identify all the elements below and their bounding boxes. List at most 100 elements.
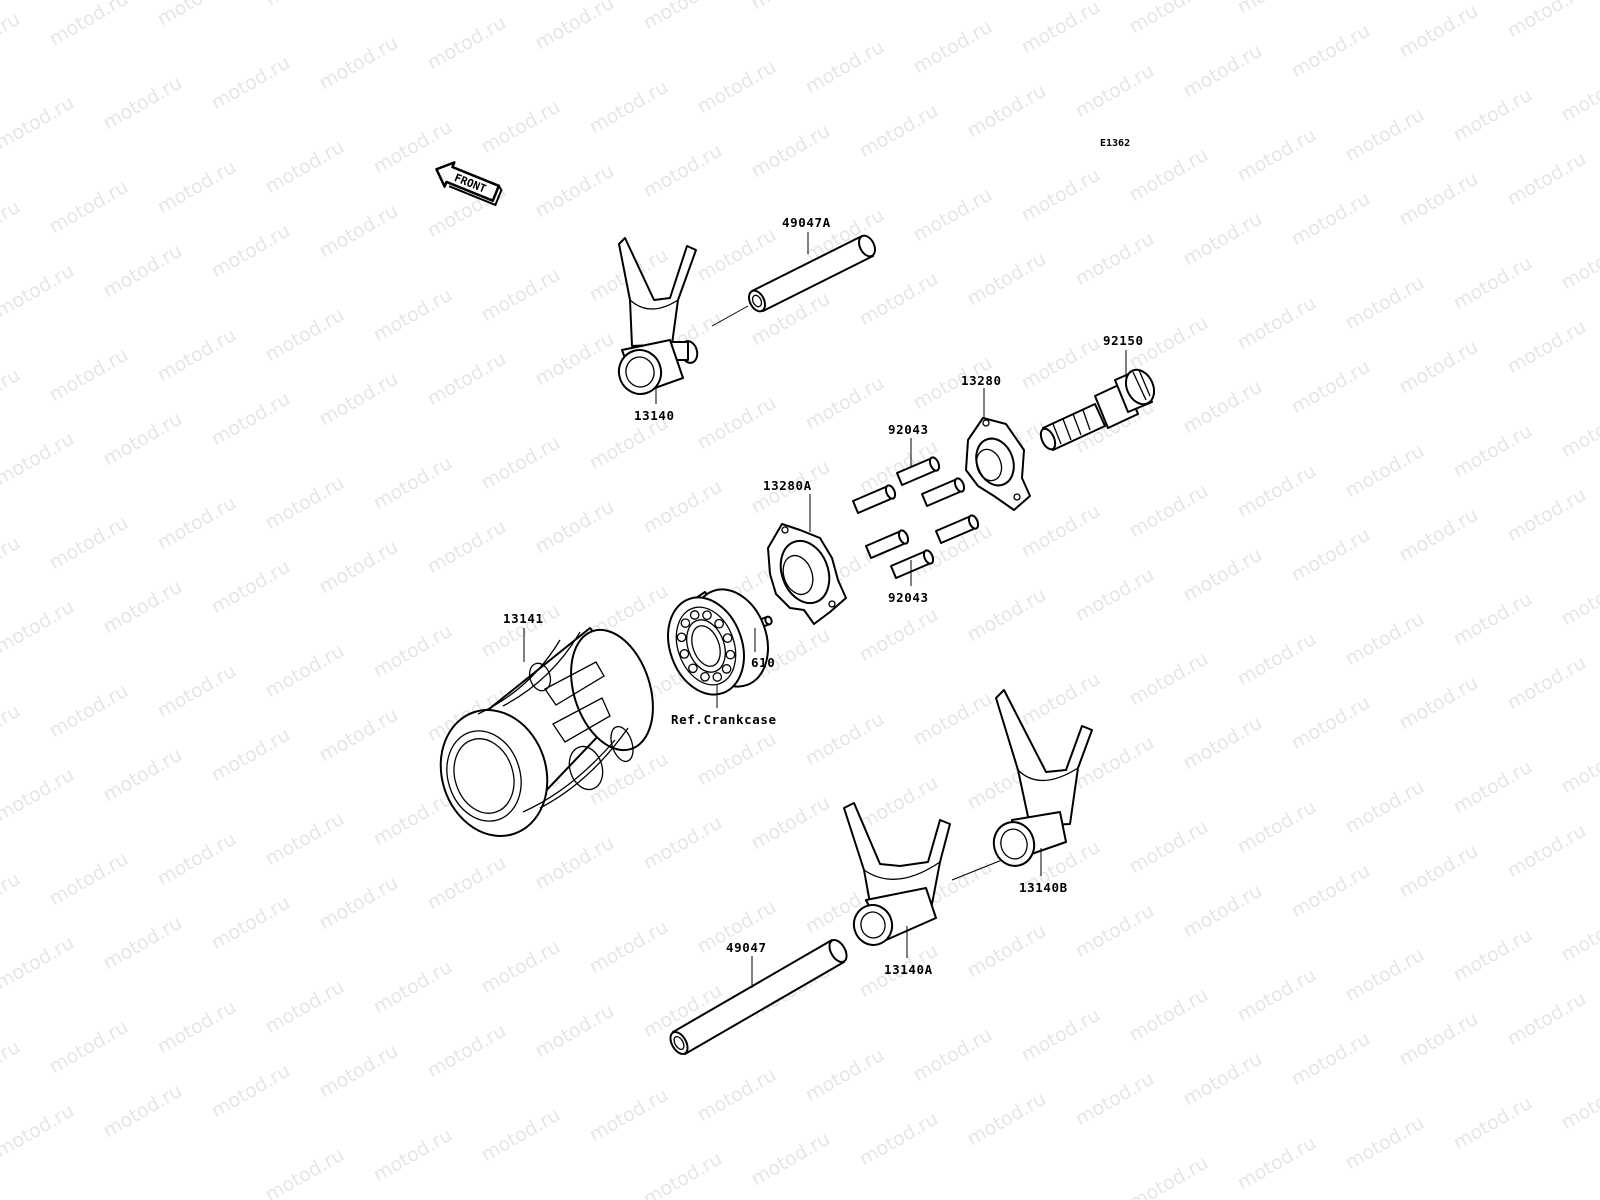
watermark-text: motod.ru: [478, 936, 564, 999]
watermark-text: motod.ru: [1180, 40, 1266, 103]
watermark-text: motod.ru: [1396, 504, 1482, 567]
pin-92043-d: [935, 514, 980, 544]
watermark-text: motod.ru: [1126, 0, 1212, 38]
watermark-text: motod.ru: [856, 268, 942, 331]
watermark-text: motod.ru: [1504, 988, 1590, 1051]
watermark-text: motod.ru: [1342, 944, 1428, 1007]
label-49047A: 49047A: [782, 215, 831, 230]
bearing-ball: [700, 671, 710, 682]
watermark-text: motod.ru: [640, 812, 726, 875]
watermark-text: motod.ru: [262, 976, 348, 1039]
watermark-text: motod.ru: [1288, 524, 1374, 587]
watermark-text: motod.ru: [1072, 564, 1158, 627]
watermark-text: motod.ru: [964, 248, 1050, 311]
watermark-text: motod.ru: [1072, 60, 1158, 123]
watermark-text: motod.ru: [964, 920, 1050, 983]
watermark-text: motod.ru: [0, 868, 24, 931]
watermark-text: motod.ru: [370, 788, 456, 851]
watermark-text: motod.ru: [532, 160, 618, 223]
watermark-text: motod.ru: [1018, 668, 1104, 731]
bolt-92150: [1039, 368, 1156, 451]
watermark-text: motod.ru: [46, 176, 132, 239]
watermark-text: motod.ru: [1180, 1048, 1266, 1111]
watermark-text: motod.ru: [1558, 904, 1600, 967]
watermark-text: motod.ru: [0, 428, 78, 491]
part-labels: 49047A 13140 92150 13280 92043 13280A 92…: [503, 215, 1143, 977]
watermark-text: motod.ru: [1234, 628, 1320, 691]
watermark-text: motod.ru: [100, 912, 186, 975]
watermark-text: motod.ru: [424, 516, 510, 579]
pin-92043-a: [896, 456, 941, 486]
watermark-text: motod.ru: [424, 348, 510, 411]
label-ref-crankcase: Ref.Crankcase: [671, 712, 777, 727]
watermark-text: motod.ru: [154, 828, 240, 891]
watermark-text: motod.ru: [46, 512, 132, 575]
watermark-text: motod.ru: [370, 1124, 456, 1187]
watermark-text: motod.ru: [910, 688, 996, 751]
watermark-text: motod.ru: [262, 808, 348, 871]
watermark-text: motod.ru: [262, 304, 348, 367]
watermark-text: motod.ru: [46, 1016, 132, 1079]
watermark-text: motod.ru: [478, 1104, 564, 1167]
watermark-text: motod.ru: [1072, 900, 1158, 963]
watermark-text: motod.ru: [1234, 292, 1320, 355]
watermark-text: motod.ru: [1180, 376, 1266, 439]
bearing-balls: [676, 610, 736, 682]
watermark-text: motod.ru: [1288, 692, 1374, 755]
watermark-text: motod.ru: [208, 220, 294, 283]
bearing-ball: [722, 633, 733, 643]
label-13280A: 13280A: [763, 478, 812, 493]
watermark-text: motod.ru: [208, 1060, 294, 1123]
watermark-text: motod.ru: [478, 264, 564, 327]
label-92043-bottom: 92043: [888, 590, 929, 605]
watermark-text: motod.ru: [1342, 440, 1428, 503]
watermark-text: motod.ru: [1504, 820, 1590, 883]
watermark-text: motod.ru: [1126, 816, 1212, 879]
watermark-text: motod.ru: [0, 532, 24, 595]
watermark-text: motod.ru: [694, 56, 780, 119]
watermark-text: motod.ru: [0, 596, 78, 659]
watermark-text: motod.ru: [694, 392, 780, 455]
watermark-text: motod.ru: [100, 744, 186, 807]
watermark-text: motod.ru: [1288, 1028, 1374, 1091]
watermark-text: motod.ru: [1234, 0, 1320, 18]
watermark-text: motod.ru: [532, 0, 618, 54]
bearing-ball: [679, 649, 690, 659]
watermark-text: motod.ru: [208, 556, 294, 619]
watermark-text: motod.ru: [316, 1040, 402, 1103]
watermark-text: motod.ru: [0, 196, 24, 259]
watermark-text: motod.ru: [1450, 588, 1536, 651]
watermark-text: motod.ru: [640, 0, 726, 34]
watermark-text: motod.ru: [694, 728, 780, 791]
watermark-text: motod.ru: [1234, 796, 1320, 859]
watermark-text: motod.ru: [0, 1036, 24, 1099]
watermark-text: motod.ru: [46, 848, 132, 911]
watermark-text: motod.ru: [1558, 64, 1600, 127]
watermark-text: motod.ru: [802, 372, 888, 435]
shift-drum-13141: [439, 627, 654, 837]
bearing-ball: [680, 618, 691, 628]
bearing-ball: [688, 663, 698, 674]
watermark-text: motod.ru: [1558, 400, 1600, 463]
watermark-text: motod.ru: [424, 12, 510, 75]
watermark-text: motod.ru: [424, 1020, 510, 1083]
watermark-text: motod.ru: [1288, 356, 1374, 419]
label-13140: 13140: [634, 408, 675, 423]
watermark-text: motod.ru: [1342, 104, 1428, 167]
watermark-text: motod.ru: [478, 432, 564, 495]
watermark-text: motod.ru: [154, 156, 240, 219]
watermark-text: motod.ru: [748, 792, 834, 855]
watermark-text: motod.ru: [1180, 880, 1266, 943]
watermark-text: motod.ru: [262, 1144, 348, 1200]
watermark-text: motod.ru: [1234, 1132, 1320, 1195]
watermark-text: motod.ru: [100, 72, 186, 135]
watermark-text: motod.ru: [1126, 984, 1212, 1047]
watermark-text: motod.ru: [208, 724, 294, 787]
watermark-text: motod.ru: [586, 916, 672, 979]
watermark-text: motod.ru: [748, 0, 834, 14]
bearing-ball: [712, 672, 723, 682]
watermark-text: motod.ru: [1288, 20, 1374, 83]
watermark-text: motod.ru: [100, 1080, 186, 1143]
